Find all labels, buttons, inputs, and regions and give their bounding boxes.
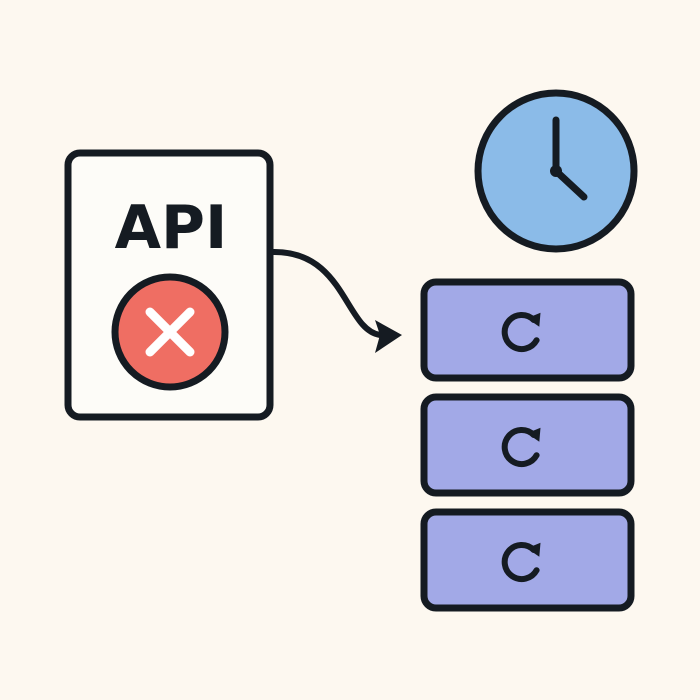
- error-x-icon: [111, 273, 229, 391]
- api-label: API: [115, 193, 228, 263]
- retry-item: [420, 278, 635, 382]
- retry-queue: [420, 278, 635, 612]
- api-card: API: [64, 149, 274, 421]
- retry-item: [420, 508, 635, 612]
- retry-icon: [501, 427, 541, 467]
- retry-item: [420, 393, 635, 497]
- curved-arrow-icon: [269, 248, 402, 353]
- clock-icon: [474, 89, 638, 253]
- retry-icon: [501, 312, 541, 352]
- retry-icon: [501, 542, 541, 582]
